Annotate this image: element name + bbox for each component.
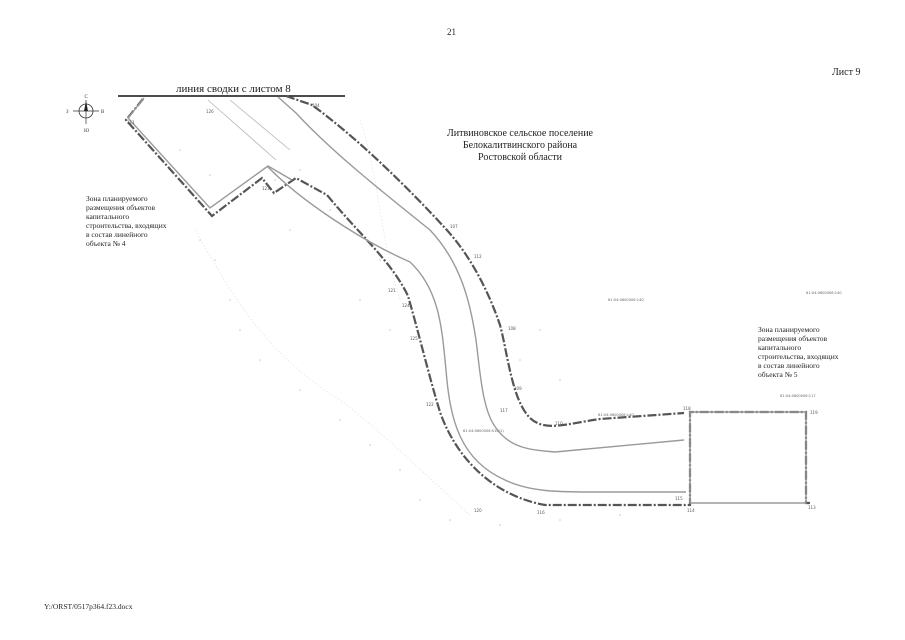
junction-line-label: линия сводки с листом 8 — [176, 83, 291, 95]
point-label: 107 — [450, 224, 458, 229]
page-number: 21 — [447, 27, 456, 37]
point-label: 109 — [514, 386, 522, 391]
compass-rose-icon: С Ю З В — [66, 95, 105, 134]
zone-note-5-line: Зона планируемого — [758, 325, 820, 334]
point-label: 111 — [127, 120, 135, 125]
point-label: 113 — [808, 505, 816, 510]
point-labels: 111 126 104 107 112 117 121 124 125 108 … — [127, 103, 818, 515]
parcel-label: 61:04:0600006:510(1) — [463, 429, 504, 433]
zone-note-5-line: строительства, входящих — [758, 352, 839, 361]
point-label: 117 — [500, 408, 508, 413]
zone-note-4-line: размещения объектов — [86, 203, 156, 212]
planned-zone-boundary — [124, 94, 810, 507]
point-label: 108 — [508, 326, 516, 331]
point-label: 116 — [537, 510, 545, 515]
point-label: 104 — [312, 103, 320, 108]
settlement-line-1: Литвиновское сельское поселение — [446, 128, 593, 139]
zone-note-5-line: капитального — [758, 343, 802, 352]
compass-east: В — [101, 110, 105, 115]
point-label: 122 — [426, 402, 434, 407]
zone-note-5-line: объекта № 5 — [758, 370, 798, 379]
point-label: 125 — [410, 336, 418, 341]
point-label: 120 — [474, 508, 482, 513]
settlement-line-2: Белокалитвинского района — [462, 140, 578, 151]
parcel-label: 61:04:0600006:117 — [780, 394, 816, 398]
settlement-line-3: Ростовской области — [478, 152, 562, 163]
parcel-label: 61:04:0600006:140 — [806, 291, 842, 295]
parcel-label: 61:04:0600006:140 — [598, 413, 634, 417]
zone-note-4-line: в состав линейного — [86, 230, 148, 239]
zone-note-4-line: капитального — [86, 212, 130, 221]
point-label: 121 — [388, 288, 396, 293]
point-label: 112 — [474, 254, 482, 259]
zone-note-object-5: Зона планируемого размещения объектов ка… — [758, 325, 868, 379]
settlement-caption: Литвиновское сельское поселение Белокали… — [420, 128, 620, 164]
compass-south: Ю — [84, 129, 89, 134]
zone-note-4-line: объекта № 4 — [86, 239, 126, 248]
compass-west: З — [66, 110, 69, 115]
point-label: 119 — [810, 410, 818, 415]
point-label: 118 — [683, 406, 691, 411]
point-label: 123 — [262, 186, 270, 191]
point-label: 114 — [687, 508, 695, 513]
terrain-dots — [179, 149, 651, 526]
parcel-label: 61:04:0600006:140 — [608, 298, 644, 302]
zone-note-5-line: размещения объектов — [758, 334, 828, 343]
compass-north: С — [85, 95, 89, 100]
point-label: 110 — [555, 421, 563, 426]
sheet-label: Лист 9 — [832, 67, 861, 78]
zone-note-object-4: Зона планируемого размещения объектов ка… — [86, 194, 186, 248]
zone-note-5-line: в состав линейного — [758, 361, 820, 370]
point-label: 126 — [206, 109, 214, 114]
zone-note-4-line: Зона планируемого — [86, 194, 148, 203]
point-label: 115 — [675, 496, 683, 501]
zone-note-4-line: строительства, входящих — [86, 221, 167, 230]
point-label: 124 — [402, 303, 410, 308]
corridor-edges — [127, 96, 807, 504]
footer-file-path: Y:/ORST/0517p364.f23.docx — [44, 602, 133, 611]
